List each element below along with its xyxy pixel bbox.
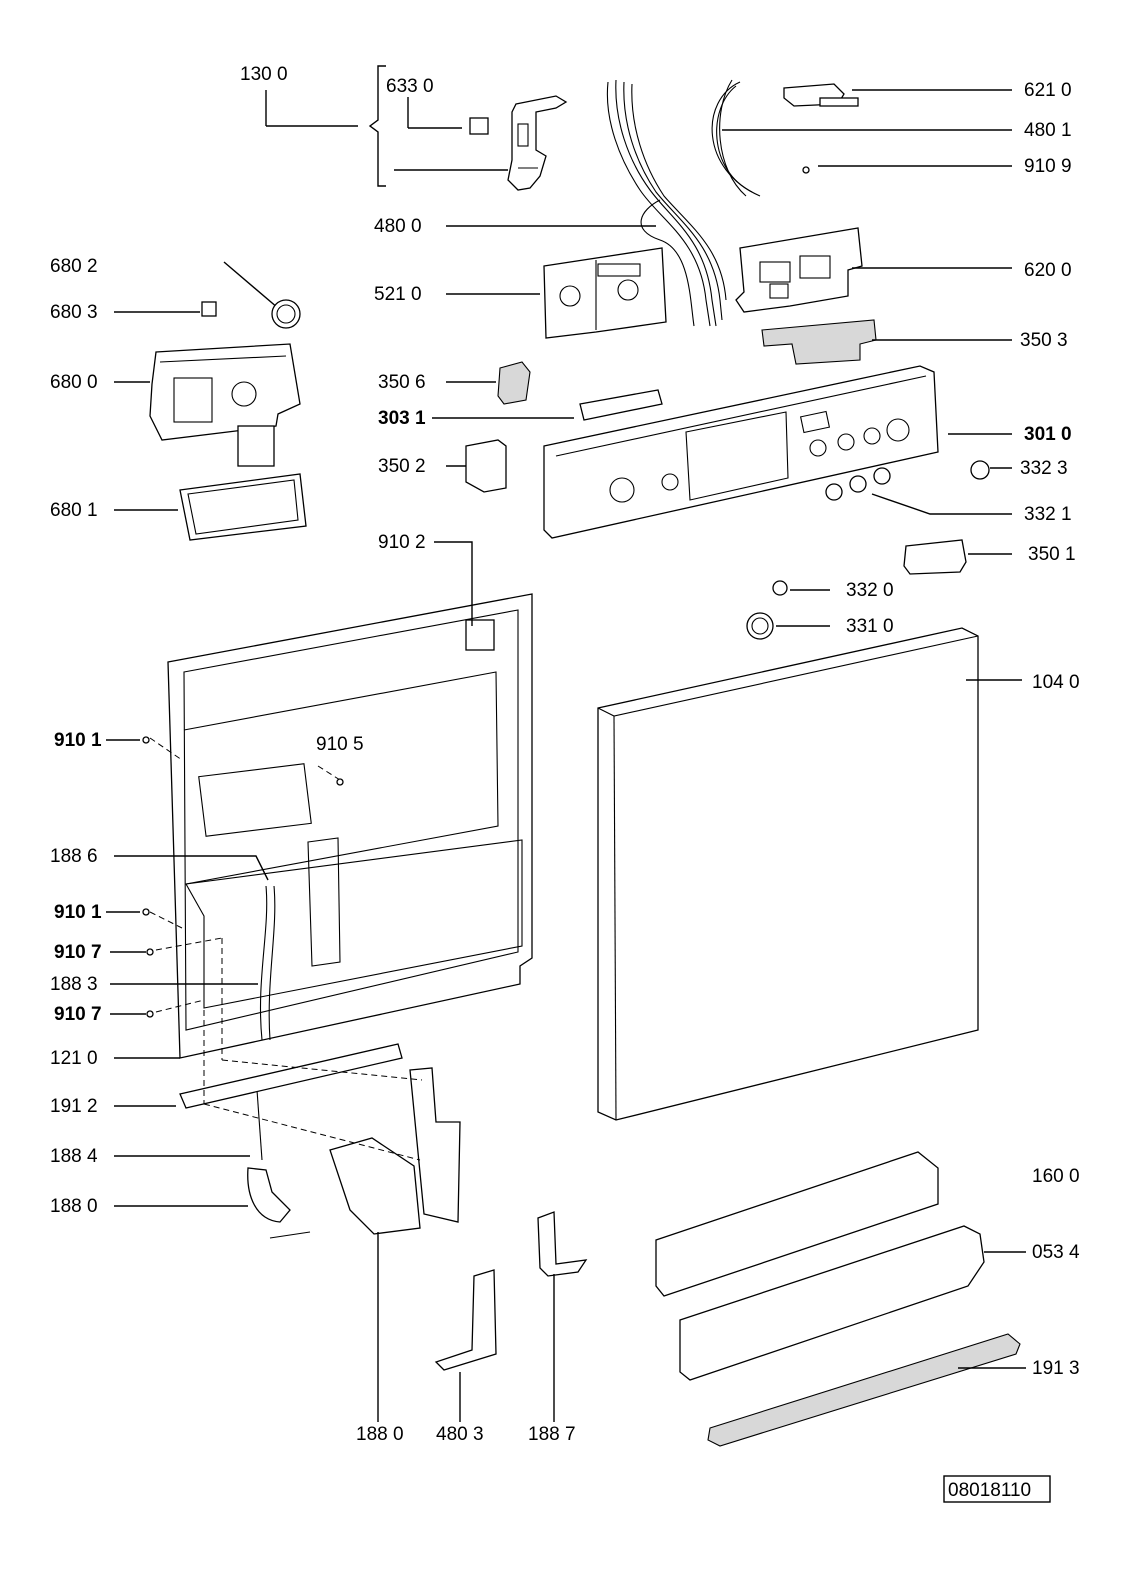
label-680-0: 680 0	[50, 372, 98, 393]
hinge-spring-assembly	[179, 885, 461, 1239]
label-910-7: 910 7	[54, 942, 102, 963]
label-350-3: 350 3	[1020, 330, 1068, 351]
part-680-2	[223, 261, 301, 329]
label-303-1: 303 1	[378, 408, 426, 429]
control-panel-301	[543, 365, 939, 539]
outer-door-104	[597, 627, 979, 1121]
leader-lines	[106, 89, 1026, 1422]
part-331-0	[746, 612, 774, 640]
part-480-3	[434, 1269, 497, 1371]
door-lock-part	[469, 95, 568, 191]
label-121-0: 121 0	[50, 1048, 98, 1069]
inner-door-121	[167, 593, 533, 1059]
label-188-0: 188 0	[50, 1196, 98, 1217]
label-331-0: 331 0	[846, 616, 894, 637]
label-621-0: 621 0	[1024, 80, 1072, 101]
screws	[142, 736, 344, 1018]
label-910-1-b: 910 1	[54, 902, 102, 923]
part-350-6	[497, 361, 531, 405]
label-191-3: 191 3	[1032, 1358, 1080, 1379]
part-332-0	[772, 580, 788, 596]
part-620	[735, 227, 863, 313]
group-bracket-130	[265, 65, 508, 187]
label-301-0: 301 0	[1024, 424, 1072, 445]
label-332-1: 332 1	[1024, 504, 1072, 525]
part-680-0-dispenser	[149, 343, 301, 467]
label-480-0: 480 0	[374, 216, 422, 237]
part-191-3	[707, 1333, 1021, 1447]
part-160	[655, 1151, 939, 1297]
label-910-5: 910 5	[316, 734, 364, 755]
wiring-harness	[606, 79, 761, 327]
part-350-1	[903, 539, 967, 575]
part-621	[783, 83, 859, 107]
label-188-4: 188 4	[50, 1146, 98, 1167]
label-191-2: 191 2	[50, 1096, 98, 1117]
part-labels: 130 0 633 0 621 0 480 1 910 9 480 0 680 …	[50, 64, 1080, 1445]
label-910-9: 910 9	[1024, 156, 1072, 177]
label-188-6: 188 6	[50, 846, 98, 867]
label-332-0: 332 0	[846, 580, 894, 601]
label-130-0: 130 0	[240, 64, 288, 85]
dashed-leaders	[149, 737, 423, 1161]
label-188-0-b: 188 0	[356, 1424, 404, 1445]
label-633-0: 633 0	[386, 76, 434, 97]
label-480-3: 480 3	[436, 1424, 484, 1445]
label-188-7: 188 7	[528, 1424, 576, 1445]
part-680-1-gasket	[179, 473, 307, 541]
part-350-2	[465, 439, 507, 493]
label-350-2: 350 2	[378, 456, 426, 477]
label-521-0: 521 0	[374, 284, 422, 305]
part-332-1	[825, 467, 891, 501]
part-303-1	[579, 389, 663, 421]
part-053-4	[679, 1225, 985, 1381]
part-188-7	[537, 1211, 588, 1277]
label-910-2: 910 2	[378, 532, 426, 553]
label-680-2: 680 2	[50, 256, 98, 277]
drawing-number: 08018110	[948, 1480, 1031, 1501]
drawing-reference: 08018110	[943, 1475, 1051, 1503]
part-680-3	[201, 301, 217, 317]
part-332-3	[970, 460, 990, 480]
label-910-7-b: 910 7	[54, 1004, 102, 1025]
label-332-3: 332 3	[1020, 458, 1068, 479]
label-910-1: 910 1	[54, 730, 102, 751]
label-188-3: 188 3	[50, 974, 98, 995]
label-680-3: 680 3	[50, 302, 98, 323]
part-350-3	[761, 319, 877, 365]
part-521	[543, 247, 667, 339]
label-350-6: 350 6	[378, 372, 426, 393]
label-160-0: 160 0	[1032, 1166, 1080, 1187]
label-350-1: 350 1	[1028, 544, 1076, 565]
label-053-4: 053 4	[1032, 1242, 1080, 1263]
label-680-1: 680 1	[50, 500, 98, 521]
label-104-0: 104 0	[1032, 672, 1080, 693]
label-480-1: 480 1	[1024, 120, 1072, 141]
label-620-0: 620 0	[1024, 260, 1072, 281]
